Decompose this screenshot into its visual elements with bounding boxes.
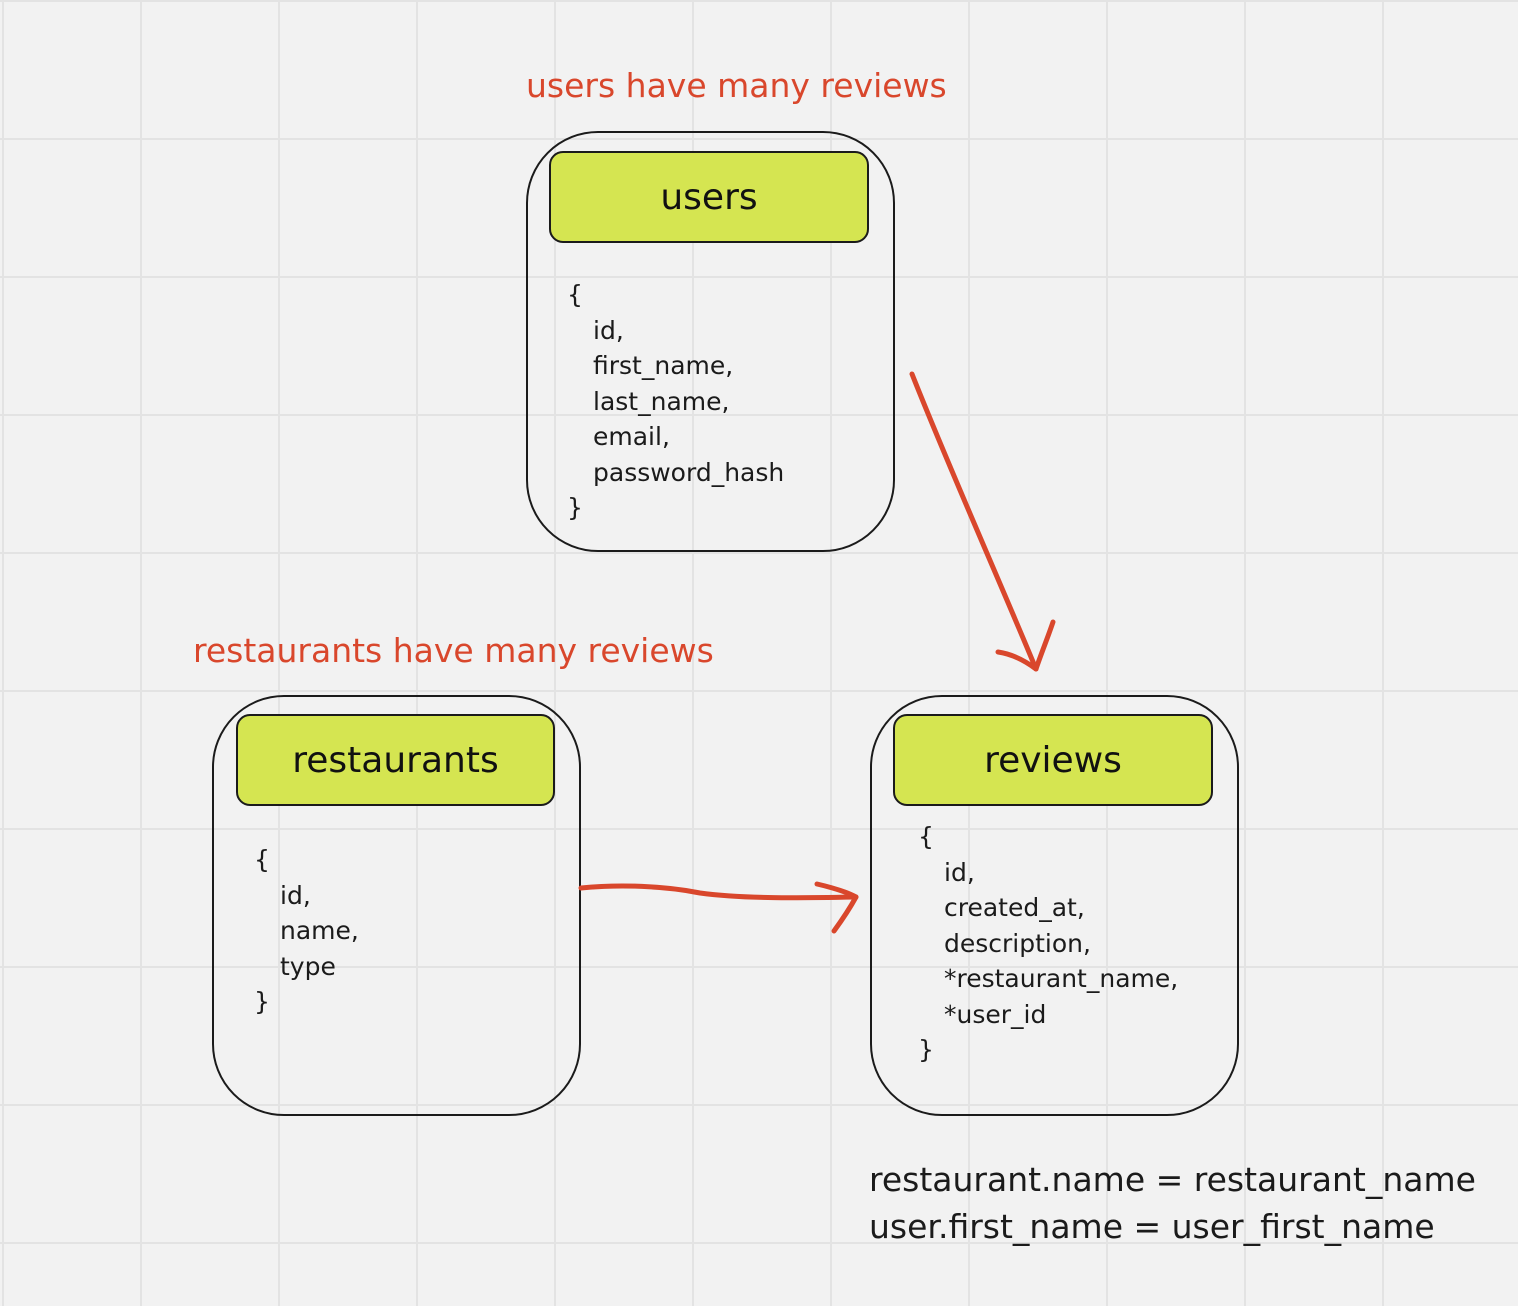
restaurants-table-header[interactable]: restaurants [236,714,555,806]
reviews-field-description: description, [944,928,1091,958]
users-field-email: email, [593,422,670,451]
users-field-first-name: first_name, [593,351,734,380]
reviews-field-list: { id, created_at, description, *restaura… [918,819,1178,1068]
users-field-id: id, [593,315,624,345]
reviews-close-brace: } [918,1035,934,1064]
reviews-open-brace: { [918,822,934,851]
mapping-note-restaurant-name: restaurant.name = restaurant_name [869,1160,1476,1199]
restaurants-table-card[interactable] [212,695,581,1116]
restaurants-field-name: name, [280,916,359,945]
users-field-list: { id, first_name, last_name, email, pass… [567,277,784,526]
mapping-note-user-first-name: user.first_name = user_first_name [869,1207,1435,1246]
reviews-field-restaurant-name: *restaurant_name, [944,964,1179,993]
restaurants-field-id: id, [280,880,311,910]
mapping-notes: restaurant.name = restaurant_name user.f… [869,1156,1476,1250]
reviews-field-user-id: *user_id [944,999,1047,1029]
users-table-title: users [660,176,758,218]
reviews-field-id: id, [944,857,975,887]
users-close-brace: } [567,493,583,522]
restaurants-to-reviews-arrow[interactable] [578,883,859,901]
restaurants-field-type: type [280,951,336,981]
restaurants-relation-annotation: restaurants have many reviews [193,631,714,670]
users-field-last-name: last_name, [593,386,730,416]
reviews-table-card[interactable] [870,695,1239,1116]
restaurants-table-title: restaurants [292,739,499,781]
users-table-header[interactable]: users [549,151,869,243]
reviews-table-title: reviews [984,739,1122,781]
reviews-table-header[interactable]: reviews [893,714,1213,806]
users-field-password-hash: password_hash [593,457,785,487]
restaurants-field-list: { id, name, type } [254,842,359,1020]
restaurants-close-brace: } [254,987,270,1016]
restaurants-to-reviews-arrowhead [814,881,859,934]
users-relation-annotation: users have many reviews [526,66,947,105]
users-to-reviews-arrow[interactable] [909,371,1039,672]
users-to-reviews-arrowhead [995,619,1056,672]
users-open-brace: { [567,280,583,309]
restaurants-open-brace: { [254,845,270,874]
users-table-card[interactable] [526,131,895,552]
reviews-field-created-at: created_at, [944,893,1085,922]
